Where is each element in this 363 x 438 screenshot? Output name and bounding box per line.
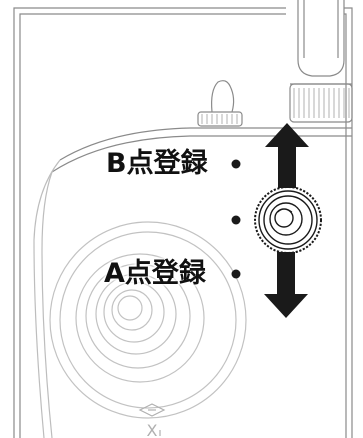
indicator-dots bbox=[231, 159, 241, 279]
down-arrow-icon bbox=[264, 252, 308, 318]
toggle-switch bbox=[197, 80, 243, 127]
a-point-register-label: A点登録 bbox=[104, 258, 206, 289]
center-dot bbox=[231, 215, 241, 225]
case-outline bbox=[13, 7, 353, 438]
antenna bbox=[289, 0, 353, 123]
svg-text:X: X bbox=[147, 421, 158, 438]
body-contour bbox=[33, 159, 61, 438]
panel-edge bbox=[51, 127, 352, 173]
b-point-dot bbox=[231, 159, 241, 169]
up-arrow-icon bbox=[265, 123, 309, 188]
trim-knob bbox=[254, 186, 322, 254]
joystick-gimbal bbox=[49, 221, 247, 419]
a-point-dot bbox=[231, 269, 241, 279]
b-point-register-label: B点登録 bbox=[106, 148, 208, 179]
x-axis-marker-icon: X bbox=[138, 403, 166, 438]
